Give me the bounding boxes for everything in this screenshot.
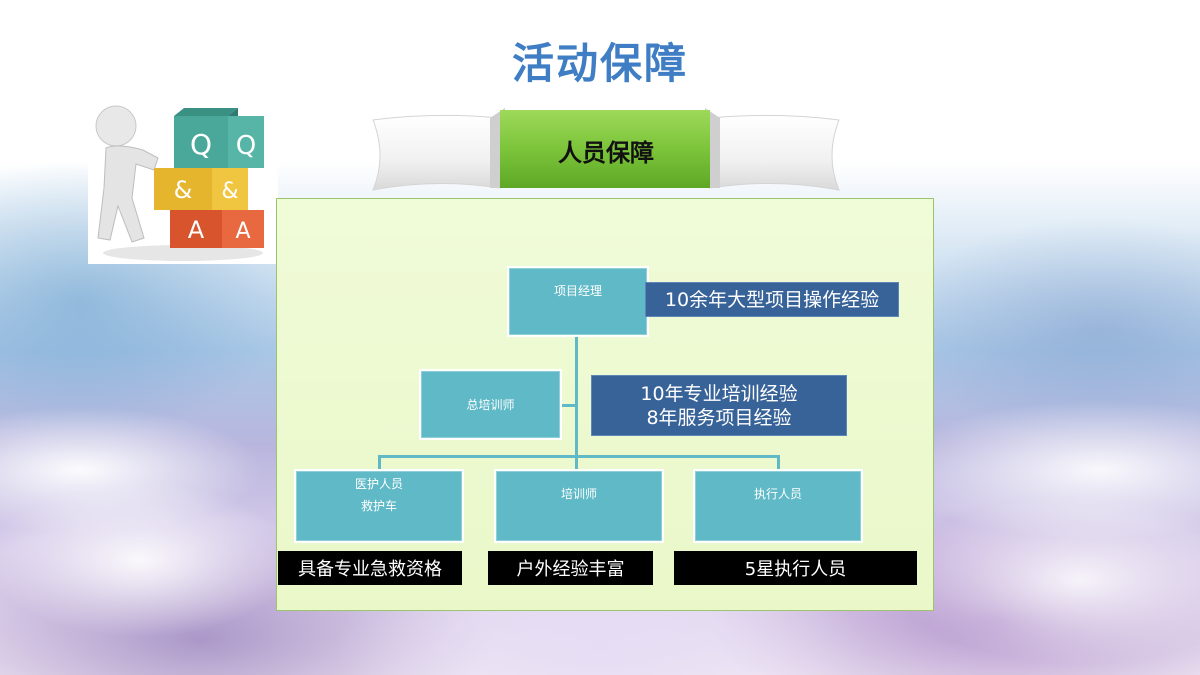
note-text: 10余年大型项目操作经验	[664, 288, 880, 311]
node-label: 培训师	[560, 487, 597, 501]
node-label: 医护人员	[354, 477, 403, 491]
note-line: 10年专业培训经验	[640, 382, 798, 405]
qa-illustration: Q Q & & A A	[88, 88, 278, 264]
node-chief-trainer: 总培训师	[419, 369, 562, 440]
node-project-manager: 项目经理	[507, 266, 649, 337]
node-trainer: 培训师	[494, 469, 664, 543]
tag-executive-rating: 5星执行人员	[674, 551, 917, 585]
node-medical-staff: 医护人员 救护车	[294, 469, 464, 543]
svg-text:&: &	[221, 179, 238, 204]
svg-text:Q: Q	[190, 128, 212, 161]
node-executive-staff: 执行人员	[693, 469, 863, 543]
node-label: 总培训师	[466, 397, 515, 412]
svg-text:A: A	[235, 219, 250, 244]
tag-medical-qualification: 具备专业急救资格	[278, 551, 462, 585]
svg-text:Q: Q	[236, 131, 256, 161]
node-label: 救护车	[360, 499, 397, 513]
note-chief-trainer-experience: 10年专业培训经验 8年服务项目经验	[591, 375, 847, 436]
connector-drop-mid	[575, 455, 578, 471]
svg-text:&: &	[174, 176, 193, 204]
banner-title: 人员保障	[558, 138, 654, 167]
tag-trainer-experience: 户外经验丰富	[488, 551, 653, 585]
qa-cubes-icon: Q Q & & A A	[95, 105, 264, 261]
node-label: 执行人员	[753, 487, 802, 501]
note-line: 8年服务项目经验	[646, 406, 792, 429]
connector-drop-right	[777, 455, 780, 471]
node-label: 项目经理	[553, 284, 602, 298]
connector-horizontal	[378, 455, 780, 458]
connector-drop-left	[378, 455, 381, 471]
ribbon-banner	[372, 108, 840, 191]
page-title: 活动保障	[511, 39, 688, 88]
connector-branch-chief	[560, 404, 578, 407]
note-manager-experience: 10余年大型项目操作经验	[645, 282, 899, 317]
connector-trunk	[575, 336, 578, 456]
svg-text:A: A	[188, 216, 205, 244]
